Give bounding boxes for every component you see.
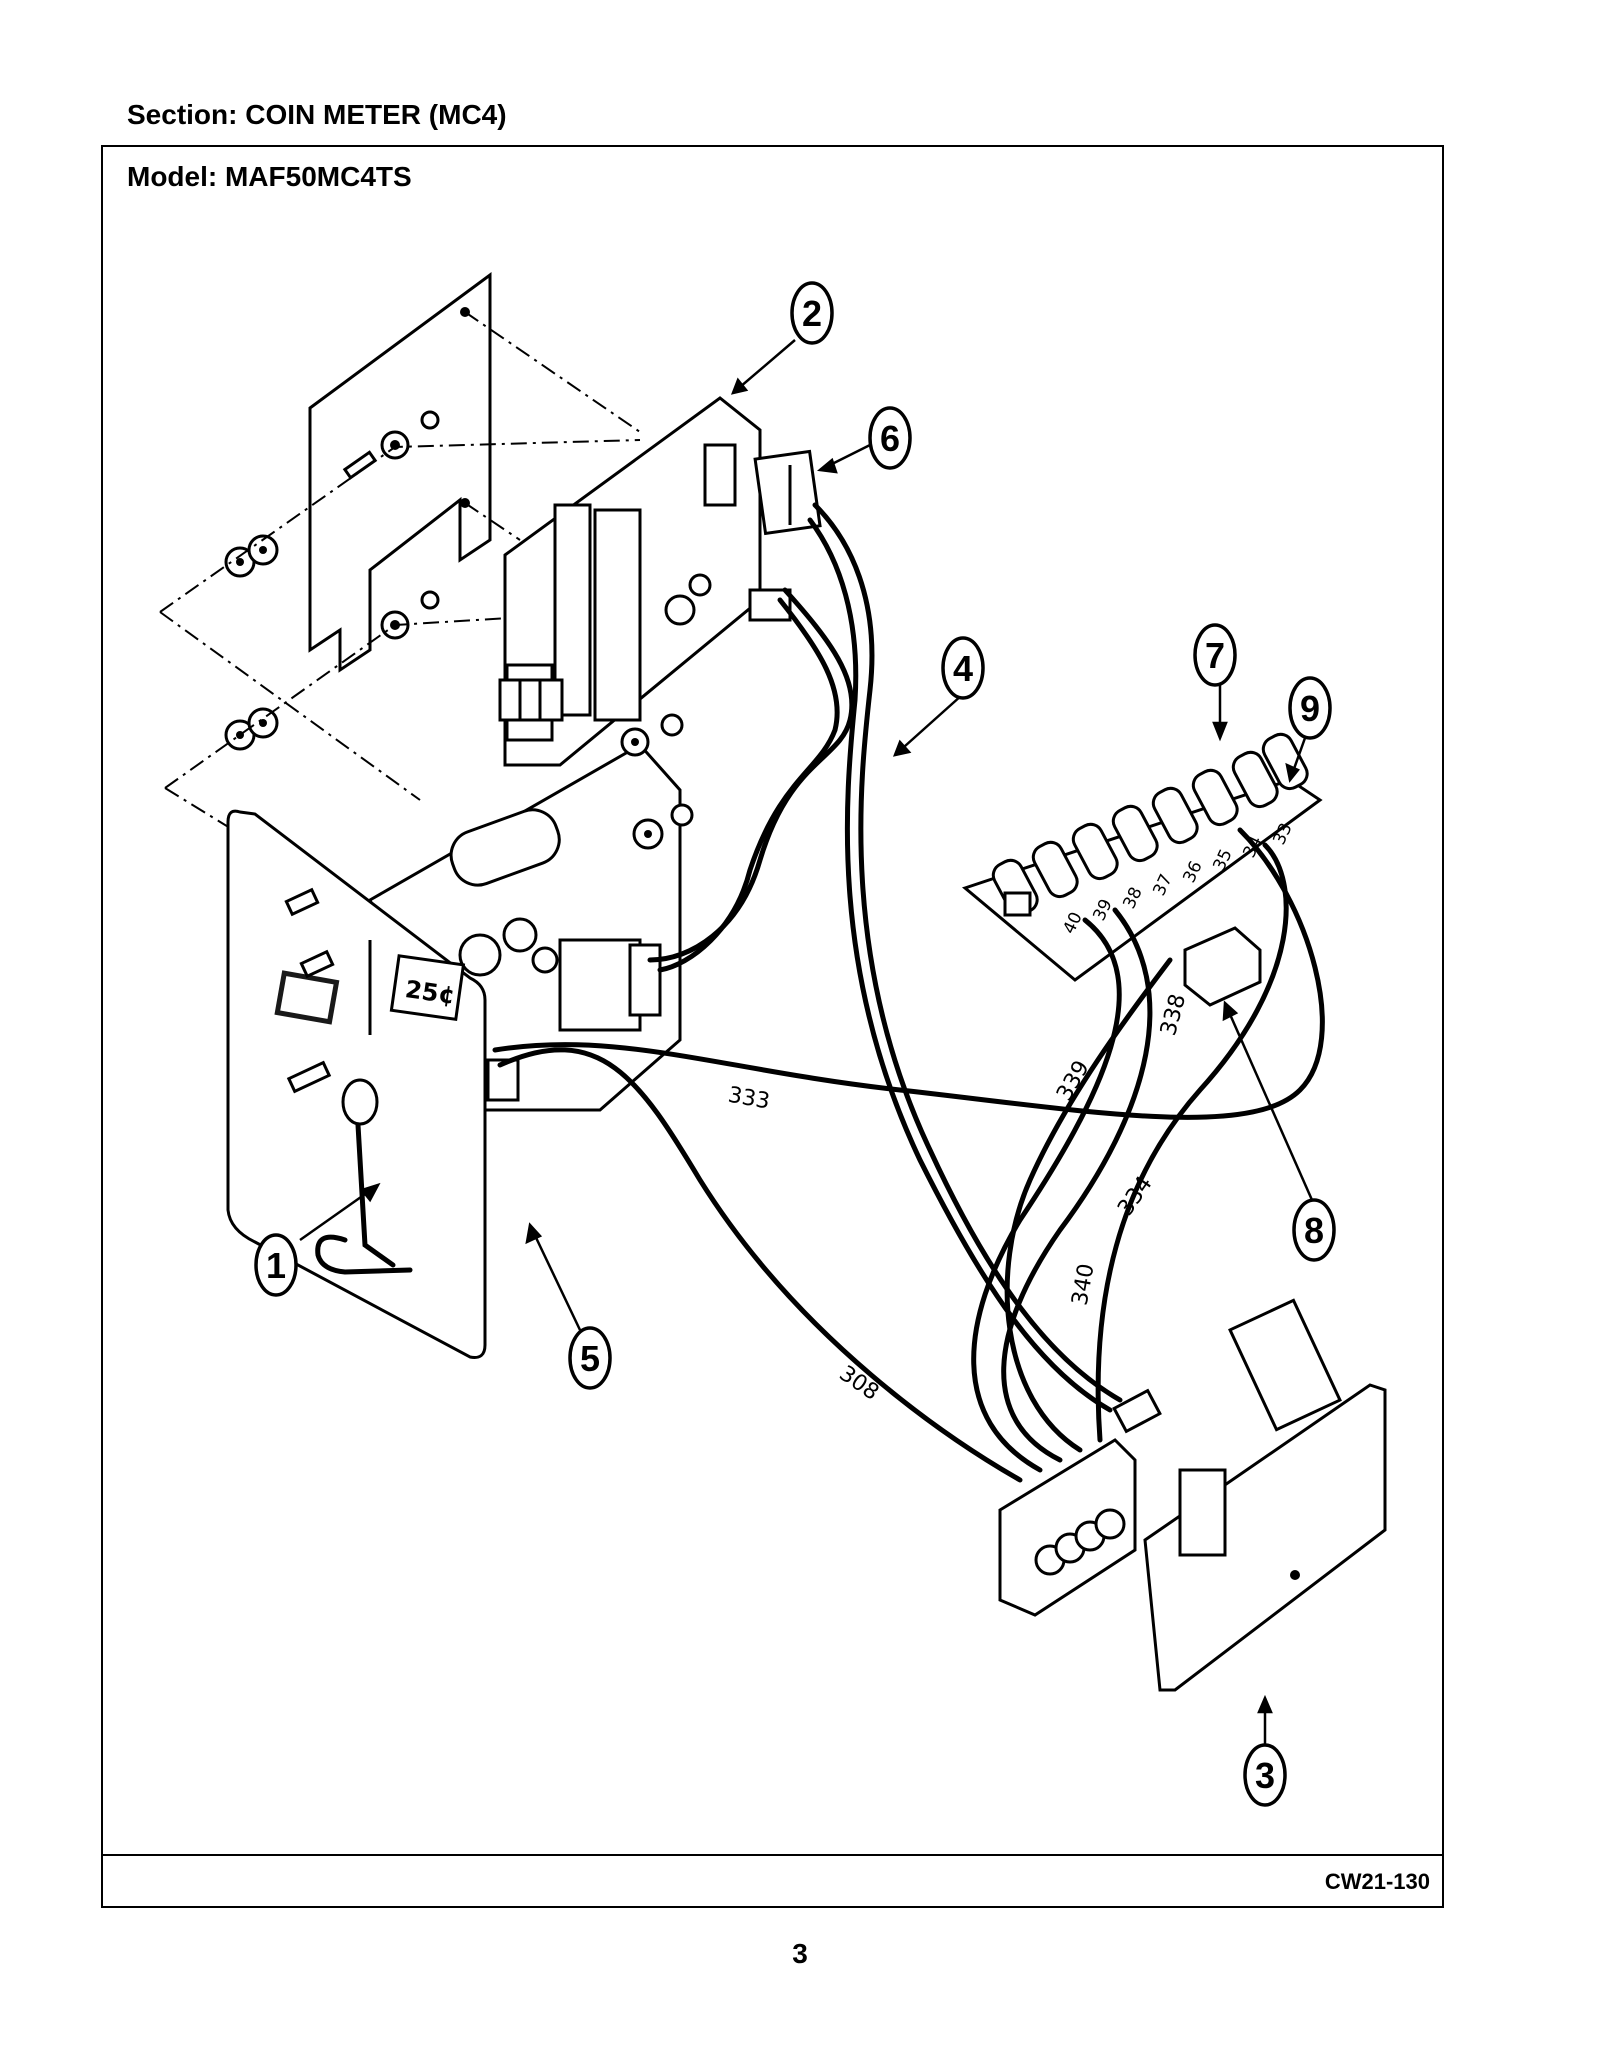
leader-lines bbox=[299, 339, 1314, 1748]
svg-text:7: 7 bbox=[1205, 635, 1225, 676]
wire-label: 333 bbox=[726, 1083, 772, 1115]
harness-plug bbox=[998, 1388, 1162, 1617]
wire-label: 338 bbox=[1156, 991, 1191, 1038]
mounting-bracket bbox=[308, 272, 492, 673]
svg-text:5: 5 bbox=[580, 1338, 600, 1379]
washers bbox=[224, 534, 279, 751]
callout-7: 7 bbox=[1193, 623, 1237, 687]
interface-board bbox=[1143, 1298, 1387, 1692]
page-number: 3 bbox=[792, 1938, 808, 1969]
control-board bbox=[498, 396, 792, 767]
drawing-code: CW21-130 bbox=[1324, 1869, 1430, 1894]
model-title: Model: MAF50MC4TS bbox=[127, 161, 412, 192]
terminal-screws bbox=[991, 732, 1309, 917]
svg-text:9: 9 bbox=[1300, 688, 1320, 729]
wires bbox=[492, 502, 1325, 1483]
footer-divider bbox=[103, 1854, 1442, 1856]
wire-label: 340 bbox=[1068, 1262, 1100, 1308]
diagram-frame: Model: MAF50MC4TS CW21-130 bbox=[101, 145, 1444, 1908]
coin-denomination-label: 25¢ bbox=[403, 975, 457, 1010]
coin-face-plate bbox=[226, 809, 487, 1359]
svg-text:3: 3 bbox=[1255, 1755, 1275, 1796]
callout-6: 6 bbox=[868, 406, 912, 470]
callout-9: 9 bbox=[1288, 676, 1332, 740]
svg-text:8: 8 bbox=[1304, 1210, 1324, 1251]
connector-6 bbox=[753, 449, 822, 536]
fasteners bbox=[620, 713, 694, 850]
svg-text:4: 4 bbox=[953, 648, 973, 689]
wire-number-labels: 333 308 339 338 334 340 bbox=[726, 991, 1191, 1405]
terminal-block: 40 39 38 37 36 35 34 33 bbox=[961, 732, 1323, 982]
component-8 bbox=[1183, 926, 1262, 1007]
wire-label: 334 bbox=[1113, 1172, 1158, 1221]
svg-text:2: 2 bbox=[802, 293, 822, 334]
callouts: 1 2 3 4 5 6 7 8 9 bbox=[254, 281, 1336, 1807]
callout-3: 3 bbox=[1243, 1743, 1287, 1807]
svg-text:1: 1 bbox=[266, 1245, 286, 1286]
wire-label: 308 bbox=[834, 1361, 883, 1406]
callout-8: 8 bbox=[1292, 1198, 1336, 1262]
callout-1: 1 bbox=[254, 1233, 298, 1297]
callout-2: 2 bbox=[790, 281, 834, 345]
callout-5: 5 bbox=[568, 1326, 612, 1390]
svg-text:6: 6 bbox=[880, 418, 900, 459]
callout-4: 4 bbox=[941, 636, 985, 700]
section-title: Section: COIN METER (MC4) bbox=[127, 99, 507, 130]
